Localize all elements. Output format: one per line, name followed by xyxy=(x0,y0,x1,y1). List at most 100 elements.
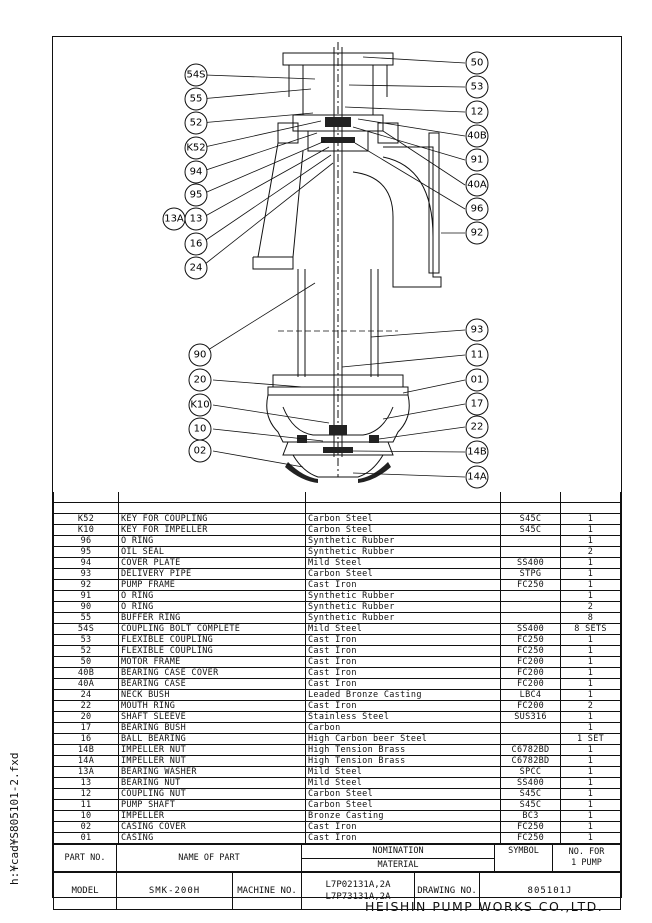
part-name-cell: BALL BEARING xyxy=(118,733,306,745)
svg-text:94: 94 xyxy=(190,167,203,178)
part-symbol-cell: C6782BD xyxy=(500,755,561,767)
callout-52: 52 xyxy=(184,111,208,135)
part-no-cell: 14B xyxy=(53,744,119,756)
callout-96: 96 xyxy=(465,197,489,221)
part-no-cell: 40B xyxy=(53,667,119,679)
header-nomination: NOMINATION xyxy=(301,844,495,859)
part-qty-cell: 1 xyxy=(560,711,621,723)
part-qty-cell: 1 xyxy=(560,535,621,547)
svg-text:02: 02 xyxy=(194,446,207,457)
part-name-cell: SHAFT SLEEVE xyxy=(118,711,306,723)
svg-text:55: 55 xyxy=(190,94,203,105)
part-no-cell: K52 xyxy=(53,513,119,525)
machine-no-label: MACHINE NO. xyxy=(232,872,302,910)
svg-text:96: 96 xyxy=(471,204,484,215)
callout-K52: K52 xyxy=(184,136,208,160)
svg-text:52: 52 xyxy=(190,118,203,129)
callout-11: 11 xyxy=(465,343,489,367)
part-name-cell: IMPELLER NUT xyxy=(118,755,306,767)
part-qty-cell: 1 xyxy=(560,821,621,833)
part-symbol-cell: BC3 xyxy=(500,810,561,822)
part-symbol-cell: S45C xyxy=(500,788,561,800)
pump-cross-section-drawing: 54S 55 52 K52 94 95 13A 13 16 24 90 20 K… xyxy=(162,42,489,489)
part-no-cell: 13 xyxy=(53,777,119,789)
part-symbol-cell: S45C xyxy=(500,524,561,536)
part-symbol-cell xyxy=(500,546,561,558)
part-symbol-cell xyxy=(500,733,561,745)
part-no-cell: 54S xyxy=(53,623,119,635)
part-material-cell: Mild Steel xyxy=(305,766,501,778)
part-material-cell: Synthetic Rubber xyxy=(305,590,501,602)
part-symbol-cell: LBC4 xyxy=(500,689,561,701)
part-no-cell: 01 xyxy=(53,832,119,844)
part-no-cell: 22 xyxy=(53,700,119,712)
header-qty: NO. FOR 1 PUMP xyxy=(552,844,621,872)
part-name-cell: OIL SEAL xyxy=(118,546,306,558)
svg-text:40B: 40B xyxy=(467,131,487,142)
svg-text:53: 53 xyxy=(471,82,484,93)
part-qty-cell: 2 xyxy=(560,700,621,712)
parts-header: PART NO. NAME OF PART NOMINATION SYMBOL … xyxy=(53,844,621,872)
part-name-cell: BEARING NUT xyxy=(118,777,306,789)
part-no-cell: K10 xyxy=(53,524,119,536)
part-qty-cell: 2 xyxy=(560,601,621,613)
part-name-cell: O RING xyxy=(118,601,306,613)
part-name-cell: DELIVERY PIPE xyxy=(118,568,306,580)
part-qty-cell: 2 xyxy=(560,546,621,558)
part-material-cell: Cast Iron xyxy=(305,634,501,646)
part-no-cell: 50 xyxy=(53,656,119,668)
blank-row xyxy=(53,502,621,514)
callout-94: 94 xyxy=(184,160,208,184)
part-no-cell: 53 xyxy=(53,634,119,646)
part-qty-cell: 1 xyxy=(560,689,621,701)
part-no-cell: 12 xyxy=(53,788,119,800)
part-no-cell: 96 xyxy=(53,535,119,547)
svg-text:17: 17 xyxy=(471,399,484,410)
part-material-cell: Carbon Steel xyxy=(305,799,501,811)
machine-no-value: L7P02131A,2A L7P73131A,2A xyxy=(301,872,415,910)
part-symbol-cell: FC250 xyxy=(500,645,561,657)
svg-text:40A: 40A xyxy=(467,180,487,191)
part-symbol-cell: FC250 xyxy=(500,821,561,833)
part-material-cell: Carbon Steel xyxy=(305,788,501,800)
part-name-cell: BEARING CASE xyxy=(118,678,306,690)
part-no-cell: 13A xyxy=(53,766,119,778)
part-name-cell: CASING xyxy=(118,832,306,844)
callout-12: 12 xyxy=(465,100,489,124)
part-name-cell: COUPLING NUT xyxy=(118,788,306,800)
part-no-cell: 02 xyxy=(53,821,119,833)
title-block: MODEL SMK-200H MACHINE NO. L7P02131A,2A … xyxy=(53,872,621,910)
model-label: MODEL xyxy=(53,872,117,910)
part-symbol-cell: FC200 xyxy=(500,656,561,668)
callout-40B: 40B xyxy=(465,124,489,148)
part-no-cell: 94 xyxy=(53,557,119,569)
header-symbol: SYMBOL xyxy=(494,844,553,872)
part-qty-cell: 1 SET xyxy=(560,733,621,745)
part-no-cell: 20 xyxy=(53,711,119,723)
callout-55: 55 xyxy=(184,87,208,111)
part-symbol-cell xyxy=(500,535,561,547)
svg-text:54S: 54S xyxy=(186,70,205,81)
part-qty-cell: 8 SETS xyxy=(560,623,621,635)
part-name-cell: BEARING BUSH xyxy=(118,722,306,734)
part-symbol-cell xyxy=(500,601,561,613)
callout-53: 53 xyxy=(465,75,489,99)
svg-text:13: 13 xyxy=(190,214,203,225)
part-name-cell: PUMP SHAFT xyxy=(118,799,306,811)
part-symbol-cell: FC250 xyxy=(500,579,561,591)
machine-no-line1: L7P02131A,2A xyxy=(325,880,391,890)
part-material-cell: Mild Steel xyxy=(305,623,501,635)
part-name-cell: IMPELLER NUT xyxy=(118,744,306,756)
part-symbol-cell: S45C xyxy=(500,513,561,525)
